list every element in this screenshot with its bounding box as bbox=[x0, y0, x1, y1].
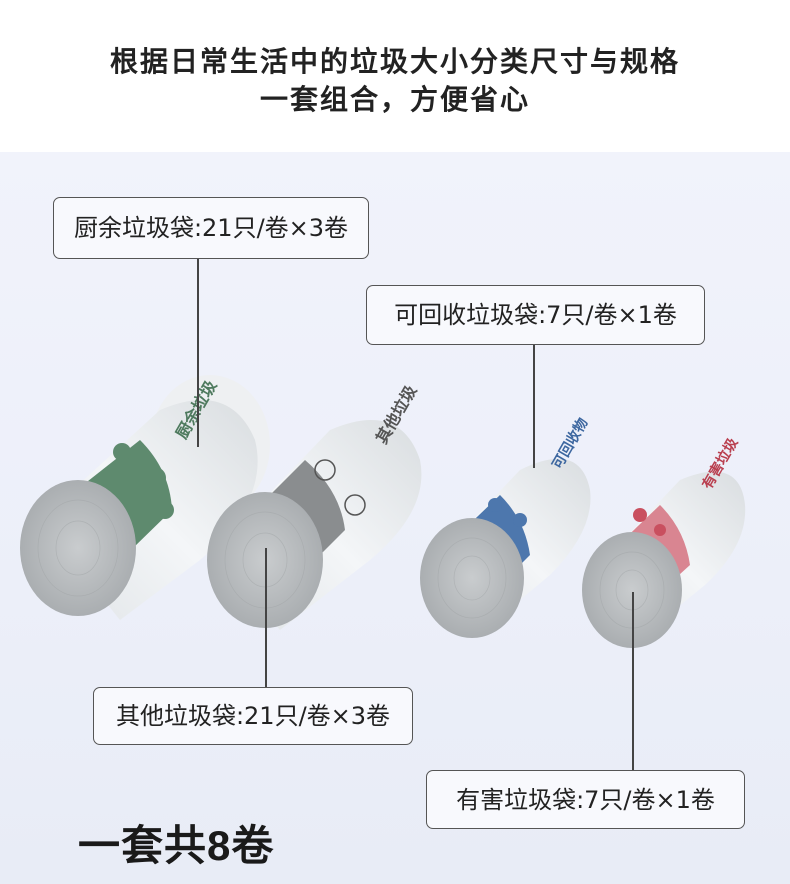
set-total-text: 一套共8卷 bbox=[78, 822, 275, 869]
other-bag-label: 其他垃圾袋:21只/卷×3卷 bbox=[93, 687, 413, 745]
headline: 根据日常生活中的垃圾大小分类尺寸与规格 bbox=[109, 46, 680, 77]
header: 根据日常生活中的垃圾大小分类尺寸与规格 一套组合，方便省心 bbox=[0, 0, 790, 152]
harmful-roll: 有害垃圾 bbox=[582, 434, 746, 648]
subheadline: 一套组合，方便省心 bbox=[259, 84, 530, 115]
kitchen-leader-line bbox=[197, 257, 199, 447]
harmful-leader-line bbox=[632, 592, 634, 770]
kitchen-roll: 厨余垃圾 bbox=[20, 375, 270, 620]
recycle-bag-label: 可回收垃圾袋:7只/卷×1卷 bbox=[366, 285, 705, 345]
kitchen-bag-label: 厨余垃圾袋:21只/卷×3卷 bbox=[53, 197, 369, 259]
recycle-leader-line bbox=[533, 343, 535, 468]
recycle-roll: 可回收物 bbox=[420, 415, 591, 638]
harmful-bag-label: 有害垃圾袋:7只/卷×1卷 bbox=[426, 770, 745, 829]
other-leader-line bbox=[265, 548, 267, 687]
